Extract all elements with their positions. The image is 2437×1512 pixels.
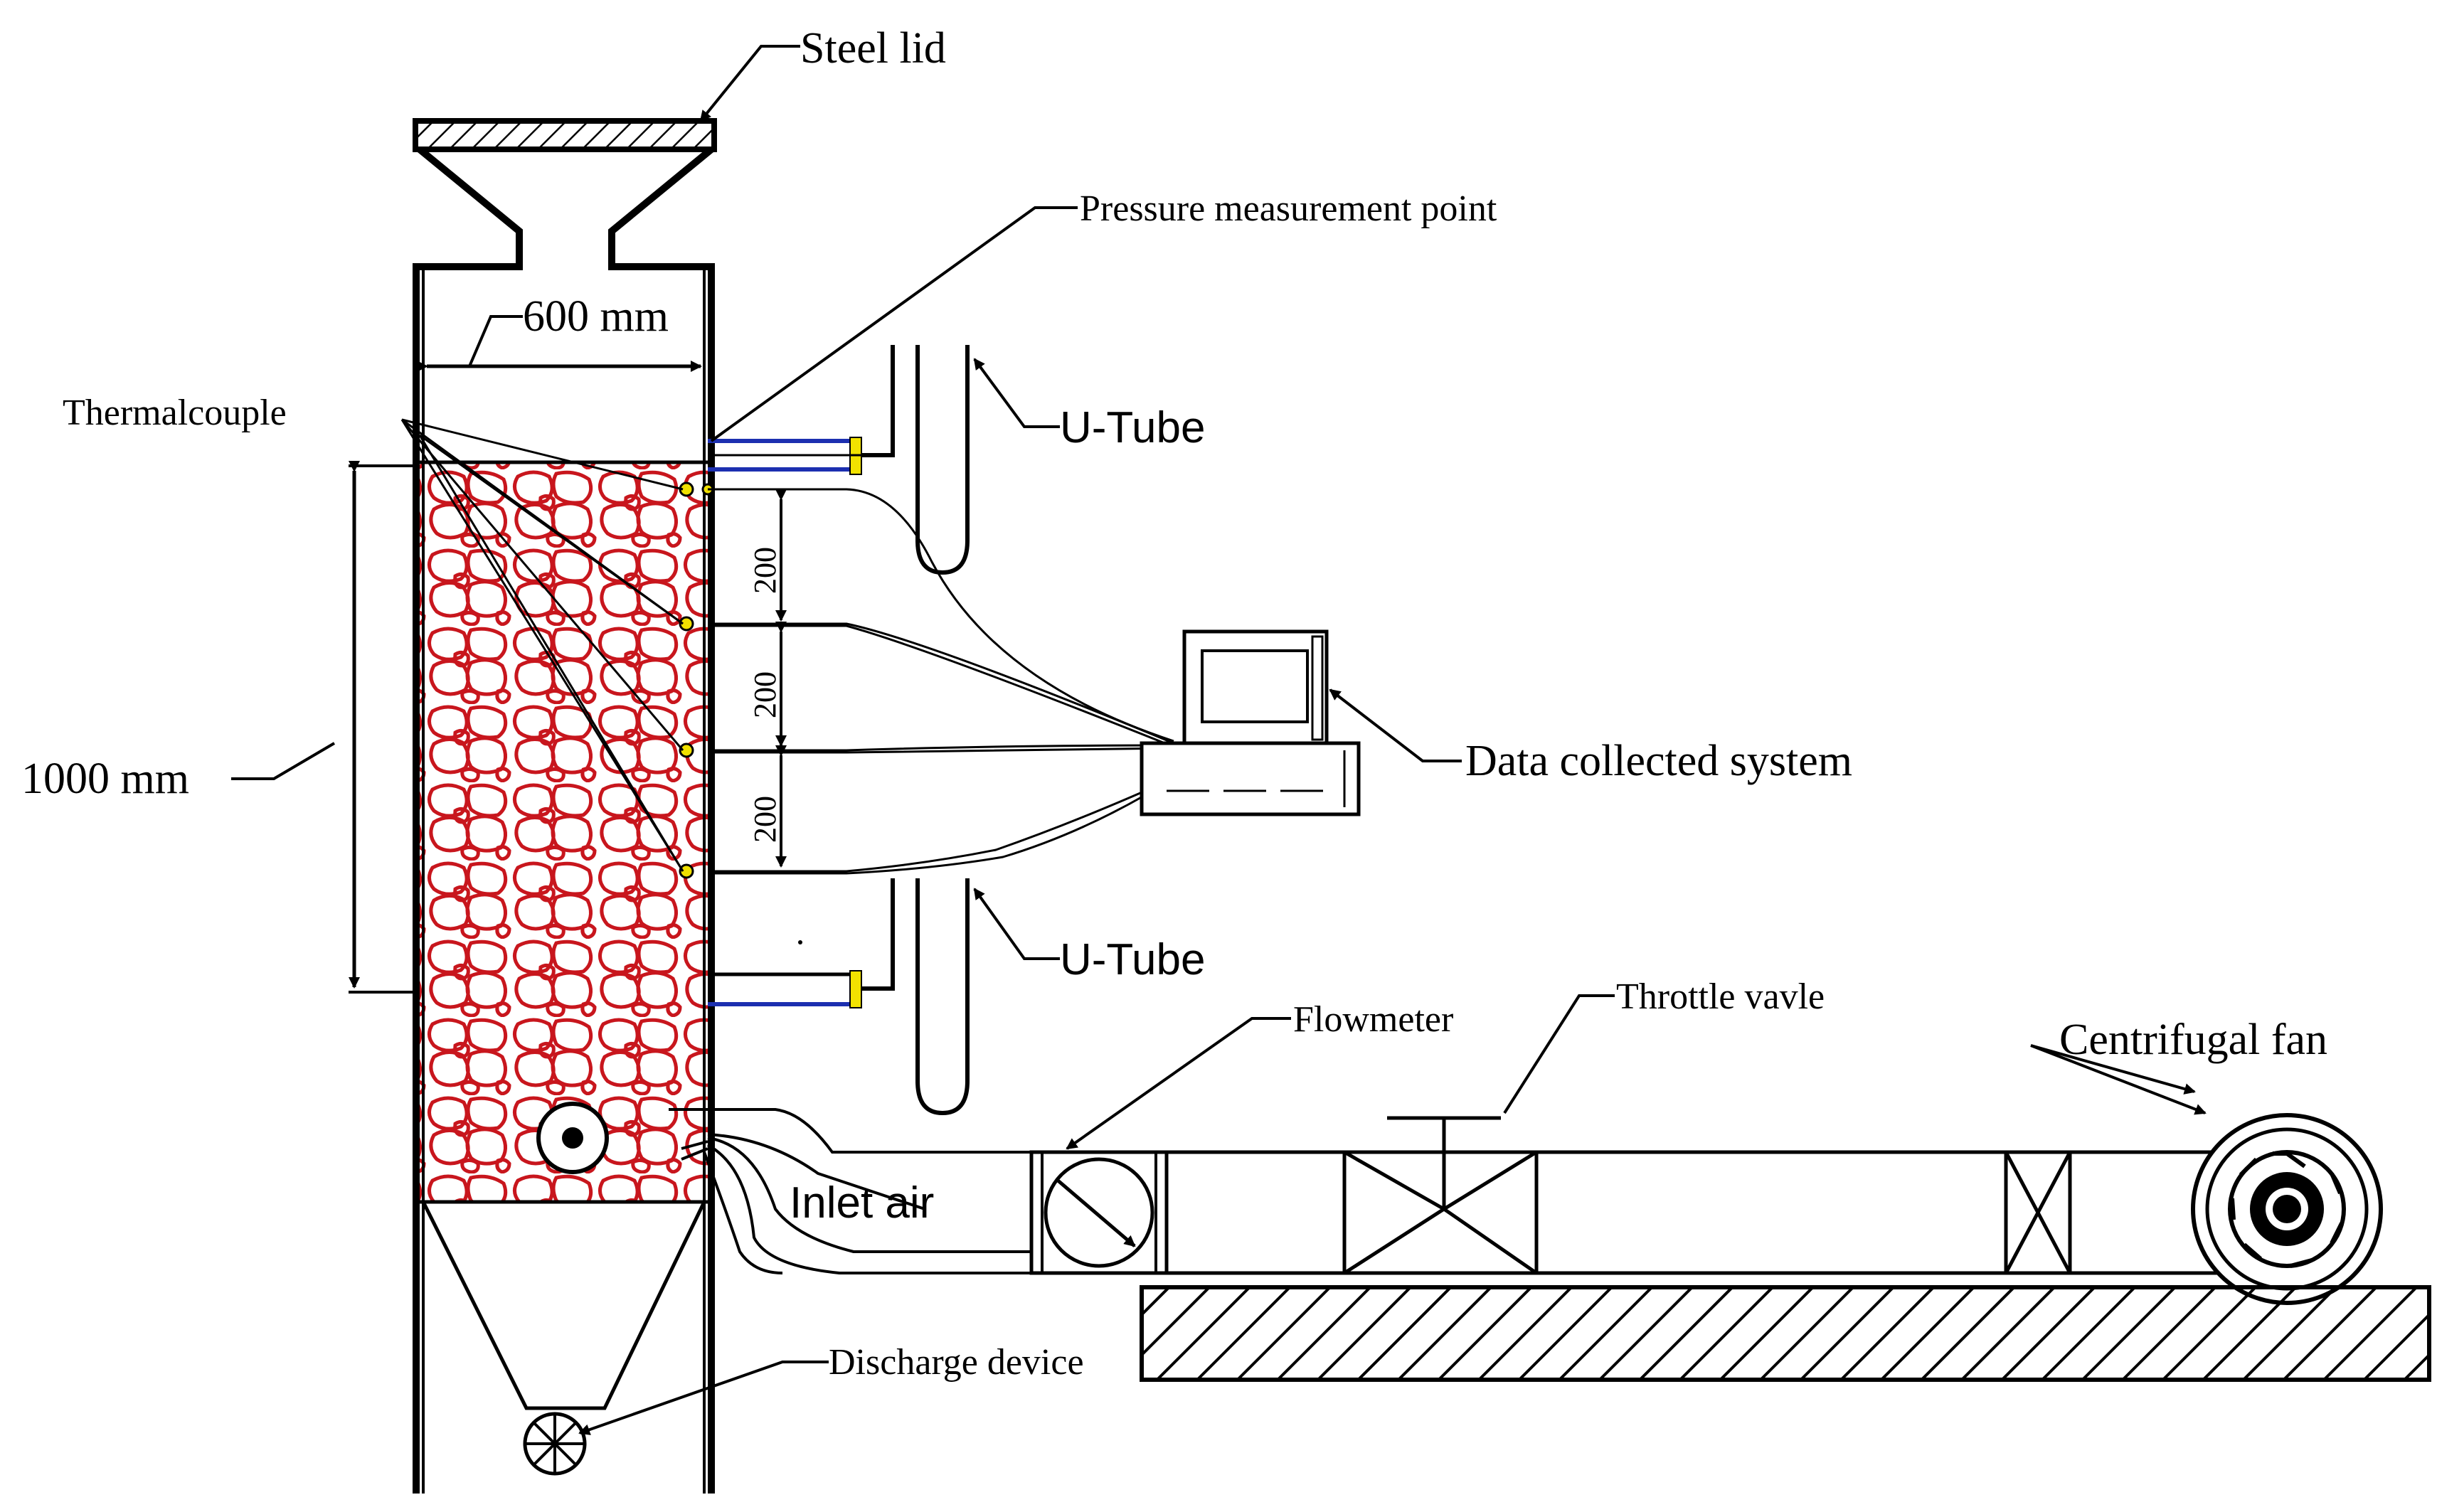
label-data-system: Data collected system: [1465, 737, 1852, 785]
discharge-wheel-icon: [523, 1412, 587, 1476]
label-pressure-point: Pressure measurement point: [1080, 188, 1497, 229]
ground-support: [1140, 1285, 2431, 1382]
label-u-tube-lower: U-Tube: [1060, 935, 1205, 984]
thermocouple-sensors: [679, 481, 714, 879]
steel-lid: [413, 118, 717, 152]
label-thermocouple: Thermalcouple: [63, 393, 287, 433]
flowmeter-dial-icon: [1029, 1150, 1169, 1275]
u-tube-lower: [861, 878, 970, 1116]
pressure-tap-upper: [708, 437, 862, 475]
u-tube-upper: [861, 345, 970, 575]
inlet-air-pipe: [669, 1108, 1031, 1274]
spacing-dimensions: 200 200 200: [748, 489, 787, 868]
label-u-tube-upper: U-Tube: [1060, 403, 1205, 452]
thermocouple-3: [679, 742, 694, 758]
thermocouple-4: [679, 863, 694, 879]
throttle-valve: [1387, 1116, 1501, 1209]
label-fan: Centrifugal fan: [2059, 1016, 2327, 1064]
label-throttle: Throttle vavle: [1616, 976, 1825, 1017]
label-inlet-air: Inlet air: [790, 1178, 934, 1228]
thermocouple-2: [679, 616, 694, 632]
spacing-label-3: 200: [748, 796, 782, 843]
packed-bed: [420, 462, 708, 1202]
spacing-label-1: 200: [748, 547, 782, 594]
label-discharge: Discharge device: [829, 1342, 1084, 1383]
label-flowmeter: Flowmeter: [1293, 999, 1453, 1040]
centrifugal-fan-icon: [2191, 1113, 2383, 1305]
spacing-label-2: 200: [748, 671, 782, 718]
main-duct: [1031, 1150, 2226, 1275]
label-width-600: 600 mm: [523, 292, 669, 341]
label-height-1000: 1000 mm: [21, 755, 189, 803]
computer-monitor-icon: [1140, 629, 1361, 816]
pressure-tap-lower: [708, 970, 862, 1008]
label-steel-lid: Steel lid: [800, 24, 946, 73]
